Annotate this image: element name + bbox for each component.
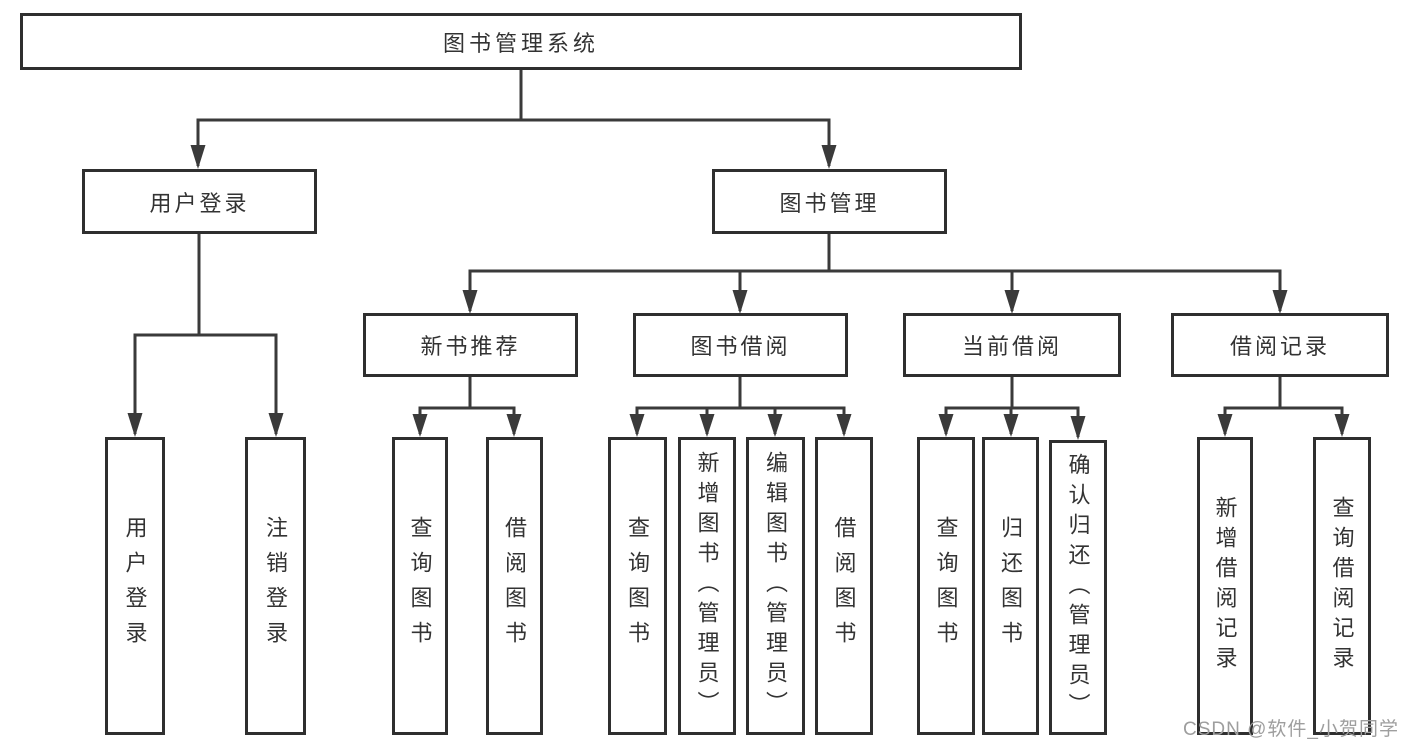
- leaf-bb-add-books-admin: 新增图书（管理员）: [678, 437, 736, 735]
- leaf-cb-confirm-return-admin-label: 确认归还（管理员）: [1065, 452, 1091, 723]
- leaf-br-query-record-label: 查询借阅记录: [1329, 496, 1355, 676]
- leaf-bb-edit-books-admin: 编辑图书（管理员）: [746, 437, 805, 735]
- node-current-borrow: 当前借阅: [903, 313, 1121, 377]
- node-current-borrow-label: 当前借阅: [961, 334, 1062, 359]
- leaf-br-query-record: 查询借阅记录: [1313, 437, 1371, 735]
- node-user-login-label: 用户登录: [149, 190, 250, 216]
- leaf-user-login: 用户登录: [105, 437, 165, 735]
- leaf-cb-query-books-label: 查询图书: [933, 516, 959, 656]
- leaf-cb-return-books-label: 归还图书: [998, 516, 1024, 656]
- leaf-br-add-record: 新增借阅记录: [1197, 437, 1253, 735]
- leaf-cb-confirm-return-admin: 确认归还（管理员）: [1049, 440, 1107, 735]
- connector-borrow-record-children: [1217, 377, 1350, 437]
- leaf-bb-query-books: 查询图书: [608, 437, 667, 735]
- node-borrow-record: 借阅记录: [1171, 313, 1389, 377]
- node-book-mgmt-label: 图书管理: [779, 190, 880, 216]
- leaf-cb-query-books: 查询图书: [917, 437, 975, 735]
- leaf-bb-query-books-label: 查询图书: [625, 516, 651, 656]
- node-book-borrow-label: 图书借阅: [690, 334, 791, 359]
- node-new-book-rec: 新书推荐: [363, 313, 578, 377]
- connector-root-to-level2: [190, 69, 837, 169]
- leaf-logout-label: 注销登录: [263, 516, 289, 656]
- leaf-bb-add-books-admin-label: 新增图书（管理员）: [694, 451, 720, 721]
- leaf-bb-borrow-books: 借阅图书: [815, 437, 873, 735]
- connector-book-mgmt-to-level3: [462, 233, 1288, 314]
- leaf-nb-borrow-books: 借阅图书: [486, 437, 543, 735]
- connector-book-borrow-children: [629, 377, 852, 437]
- node-book-mgmt: 图书管理: [712, 169, 947, 234]
- node-book-borrow: 图书借阅: [633, 313, 848, 377]
- connector-current-borrow-children: [938, 377, 1086, 440]
- leaf-cb-return-books: 归还图书: [982, 437, 1039, 735]
- leaf-nb-query-books-label: 查询图书: [407, 516, 433, 656]
- leaf-bb-borrow-books-label: 借阅图书: [831, 516, 857, 656]
- leaf-nb-borrow-books-label: 借阅图书: [502, 516, 528, 656]
- node-root-label: 图书管理系统: [442, 30, 599, 56]
- connector-new-book-rec-children: [412, 377, 522, 437]
- leaf-logout: 注销登录: [245, 437, 306, 735]
- csdn-watermark: CSDN @软件_小贺同学: [1183, 719, 1399, 740]
- leaf-nb-query-books: 查询图书: [392, 437, 448, 735]
- node-new-book-rec-label: 新书推荐: [420, 334, 521, 359]
- node-borrow-record-label: 借阅记录: [1229, 334, 1330, 359]
- node-root: 图书管理系统: [20, 13, 1022, 70]
- connector-user-login-children: [127, 233, 284, 437]
- leaf-br-add-record-label: 新增借阅记录: [1212, 496, 1238, 676]
- node-user-login: 用户登录: [82, 169, 317, 234]
- leaf-user-login-label: 用户登录: [122, 516, 148, 656]
- leaf-bb-edit-books-admin-label: 编辑图书（管理员）: [763, 451, 789, 721]
